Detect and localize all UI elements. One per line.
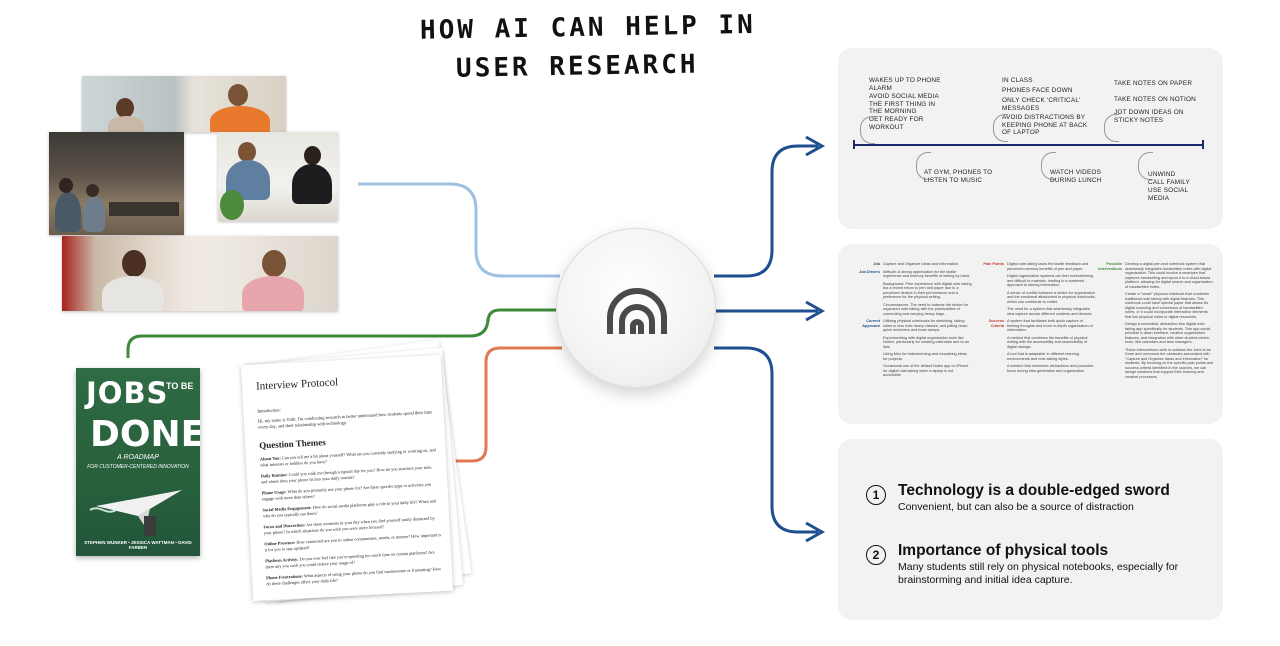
timeline-label: AT GYM, PHONES TO LISTEN TO MUSIC [924, 169, 993, 184]
insight-title: Technology is a double-edged sword [898, 482, 1170, 499]
timeline-label: UNWIND [1148, 171, 1176, 178]
insight-number: 2 [866, 545, 886, 565]
book-title-jobs: JOBS [86, 376, 169, 410]
book-title-to-be: TO BE [166, 381, 194, 391]
paper-plane-illustration [89, 490, 182, 536]
timeline-label: TAKE NOTES ON NOTION [1114, 96, 1196, 103]
insight-title: Importance of physical tools [898, 542, 1109, 559]
timeline-axis-start [853, 140, 855, 149]
arrowhead-timeline [805, 135, 826, 157]
wire-book [126, 308, 560, 358]
timeline-label: ONLY CHECK 'CRITICAL' MESSAGES [1002, 97, 1081, 112]
timeline-connector [993, 114, 1008, 142]
insight-body: Many students still rely on physical not… [898, 561, 1179, 586]
timeline-label: USE SOCIAL MEDIA [1148, 187, 1189, 202]
book-authors: STEPHEN WUNKER • JESSICA WATTMAN • DAVID… [84, 540, 192, 550]
timeline-connector [1104, 114, 1119, 142]
timeline-connector [860, 116, 875, 144]
timeline-axis-end [1202, 140, 1204, 149]
timeline-label: WAKES UP TO PHONE ALARM [869, 77, 941, 92]
timeline-label: AVOID SOCIAL MEDIA THE FIRST THING IN TH… [869, 93, 939, 116]
interview-photo-2 [49, 132, 184, 235]
protocol-themes-heading: Question Themes [258, 437, 326, 451]
wire-protocol [454, 346, 562, 463]
timeline-axis [853, 144, 1203, 146]
timeline-label: IN CLASS [1002, 77, 1033, 84]
insights-panel: 1 Technology is a double-edged sword Con… [838, 439, 1223, 620]
ai-hub [556, 228, 716, 388]
protocol-title: Interview Protocol [255, 376, 339, 393]
insight-number: 1 [866, 485, 886, 505]
wire-out-timeline [714, 144, 818, 278]
book-subtitle-a: A ROADMAP [117, 454, 159, 461]
wire-photos [358, 182, 560, 278]
timeline-label: GET READY FOR WORKOUT [869, 116, 924, 131]
jobs-to-be-done-book: JOBS TO BE DONE A ROADMAP FOR CUSTOMER-C… [76, 368, 200, 556]
protocol-intro: Hi, my name is Vidit. I'm conducting res… [257, 409, 433, 430]
timeline-label: WATCH VIDEOS DURING LUNCH [1050, 169, 1102, 184]
timeline-label: TAKE NOTES ON PAPER [1114, 80, 1193, 87]
book-title-done: DONE [90, 414, 200, 455]
book-subtitle-b: FOR CUSTOMER-CENTERED INNOVATION [87, 464, 189, 470]
timeline-panel: WAKES UP TO PHONE ALARM AVOID SOCIAL MED… [838, 48, 1223, 229]
wire-out-insights [714, 346, 818, 534]
timeline-label: JOT DOWN IDEAS ON STICKY NOTES [1114, 109, 1184, 124]
timeline-label: PHONES FACE DOWN [1002, 87, 1073, 94]
timeline-label: AVOID DISTRACTIONS BY KEEPING PHONE AT B… [1002, 114, 1088, 137]
arrowhead-jtbd [805, 300, 826, 322]
protocol-question: Phone Frustrations: What aspects of usin… [265, 566, 442, 586]
ai-arcs-icon [607, 288, 667, 334]
interview-photo-1 [82, 76, 286, 132]
interview-photo-4 [62, 236, 338, 311]
protocol-intro-heading: Introduction: [257, 407, 281, 414]
interview-photo-3 [218, 132, 338, 221]
arrowhead-insights [805, 521, 826, 543]
insight-body: Convenient, but can also be a source of … [898, 501, 1134, 513]
timeline-label: CALL FAMILY [1148, 179, 1190, 186]
interview-protocol-document: Interview Protocol Introduction: Hi, my … [240, 354, 454, 602]
